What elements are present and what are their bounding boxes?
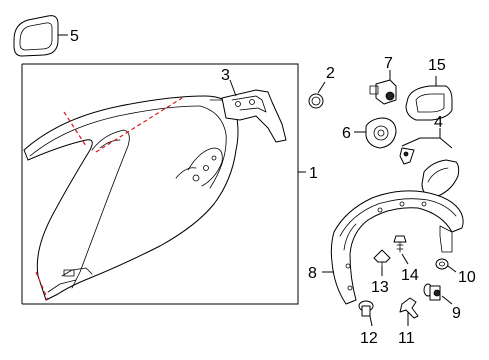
cut-line-3: [35, 271, 49, 301]
quarter-panel: [23, 95, 245, 301]
callout-1: 1: [309, 165, 318, 182]
part-11-rivet: [399, 297, 419, 326]
part-8-liner: [322, 190, 464, 305]
callout-4: 4: [434, 114, 443, 131]
part-14-screw: [393, 235, 409, 265]
callout-11: 11: [398, 330, 415, 347]
part-5-seal: [13, 15, 68, 57]
callout-10: 10: [458, 269, 476, 286]
callout-15: 15: [428, 57, 446, 74]
part-4-fuel-door: [399, 128, 460, 197]
callout-8: 8: [308, 265, 317, 282]
callout-6: 6: [342, 125, 351, 142]
part-6-base: [354, 117, 397, 149]
part-9-bolt: [423, 283, 453, 305]
part-1-frame: [21, 63, 306, 305]
callout-3: 3: [221, 67, 230, 84]
part-2-grommet: [308, 81, 326, 109]
part-3-bracket: [221, 79, 287, 143]
cut-line-2: [95, 97, 183, 153]
callout-5: 5: [70, 28, 79, 45]
callout-13: 13: [371, 279, 389, 296]
callout-9: 9: [452, 305, 461, 322]
callout-14: 14: [401, 267, 419, 284]
part-10-nut: [435, 258, 457, 273]
part-15-housing: [405, 76, 453, 121]
callout-2: 2: [326, 65, 335, 82]
callout-7: 7: [384, 55, 393, 72]
callout-12: 12: [360, 330, 378, 347]
part-13-clip: [373, 249, 391, 276]
part-12-push-clip: [358, 300, 374, 327]
part-7-actuator: [369, 70, 397, 105]
